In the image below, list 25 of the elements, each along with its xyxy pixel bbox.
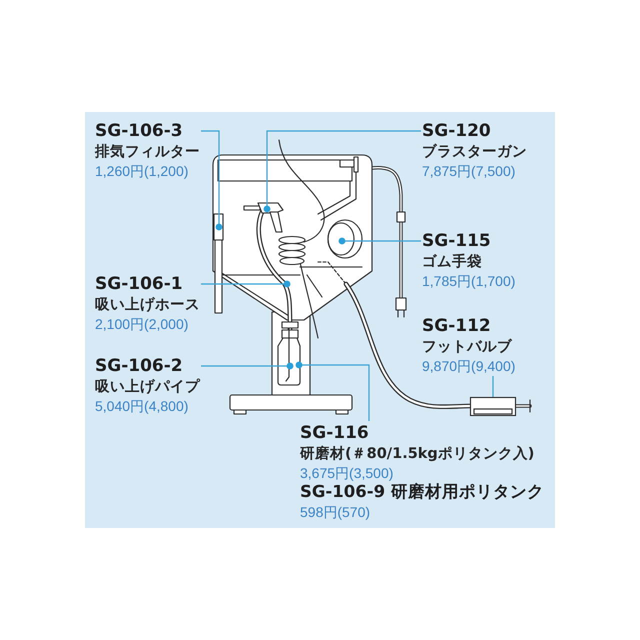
price-text: 598円(570) [300,503,370,521]
part-number: SG-106-2 [95,355,183,377]
part-name: ゴム手袋 [422,252,482,272]
part-name: 研磨材(＃80/1.5kgポリタンク入) [300,444,534,464]
part-name: 吸い上げホース [95,296,200,315]
part-name: 排気フィルター [95,142,200,162]
price-text: 2,100円(2,000) [95,315,188,333]
part-number: SG-112 [422,315,491,337]
price-text: 9,870円(9,400) [422,357,516,375]
part-number: SG-106-3 [95,120,183,142]
part-name: フットバルブ [422,338,512,357]
part-title: SG-106-9 研磨材用ポリタンク [300,481,544,503]
price-text: 7,875円(7,500) [422,162,516,180]
foot-valve-box [470,397,516,416]
leader-line [492,376,494,397]
part-number: SG-106-1 [95,273,183,295]
price-text: 5,040円(4,800) [95,397,188,415]
part-number: SG-120 [422,120,491,142]
price-text: 3,675円(3,500) [300,464,394,482]
part-name: ブラスターガン [422,142,527,162]
part-number: SG-116 [300,422,369,444]
price-text: 1,260円(1,200) [95,162,188,180]
part-name: 吸い上げパイプ [95,378,200,397]
part-number: SG-115 [422,230,491,252]
price-text: 1,785円(1,700) [422,272,516,290]
